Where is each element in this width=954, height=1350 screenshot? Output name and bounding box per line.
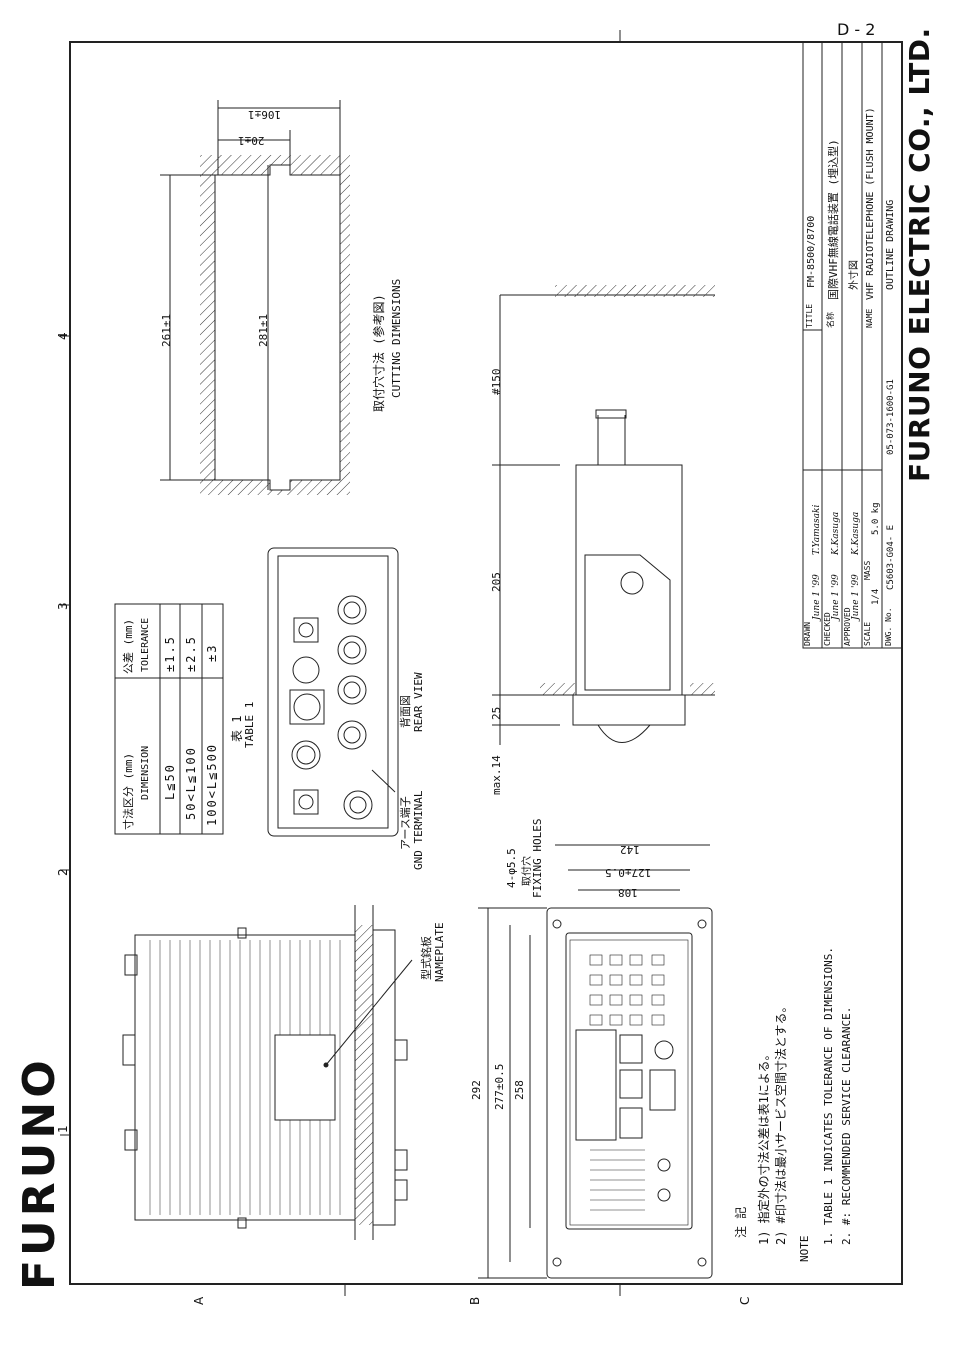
table-header-tolerance-jp: 公差 (mm) bbox=[122, 618, 135, 674]
notes-heading-jp: 注 記 bbox=[734, 1206, 748, 1238]
scale-value: 1/4 bbox=[871, 588, 881, 605]
front-dim-127: 127±0.5 bbox=[605, 866, 652, 879]
table-header-tolerance: TOLERANCE bbox=[140, 617, 151, 672]
notes-en-2: 2. #: RECOMMENDED SERVICE CLEARANCE. bbox=[840, 1006, 853, 1245]
cutout-dim-281: 281±1 bbox=[257, 313, 270, 347]
notes-en-1: 1. TABLE 1 INDICATES TOLERANCE OF DIMENS… bbox=[822, 946, 835, 1245]
title-label: TITLE bbox=[805, 303, 814, 328]
nameplate-label: NAMEPLATE bbox=[433, 922, 446, 982]
table-dim-row-1: L≦50 bbox=[163, 763, 177, 800]
rear-view-title: REAR VIEW bbox=[412, 672, 425, 732]
front-dim-277: 277±0.5 bbox=[493, 1063, 506, 1110]
tolerance-table-lines bbox=[114, 603, 224, 835]
mass-label: MASS bbox=[863, 560, 872, 580]
table-header-dimension: DIMENSION bbox=[140, 745, 151, 800]
rear-view-drawing bbox=[267, 547, 399, 837]
table-caption: TABLE 1 bbox=[243, 701, 256, 748]
dwg-label: DWG. No. bbox=[884, 607, 893, 646]
cutout-title: CUTTING DIMENSIONS bbox=[390, 278, 403, 398]
sheet-id: D - 2 bbox=[837, 20, 876, 39]
cutout-title-jp: 取付穴寸法 (参考図) bbox=[372, 294, 386, 412]
product-name-en: VHF RADIOTELEPHONE (FLUSH MOUNT) bbox=[865, 107, 876, 300]
table-dim-row-3: 100<L≦500 bbox=[205, 742, 219, 826]
nameplate-label-jp: 型式銘板 bbox=[420, 936, 433, 980]
drawing-name-jp: 外寸図 bbox=[849, 260, 860, 290]
table-dim-row-2: 50<L≦100 bbox=[184, 746, 198, 820]
grid-row-a: A bbox=[192, 1296, 206, 1305]
mass-value: 5.0 kg bbox=[871, 502, 881, 535]
side-dim-150: #150 bbox=[490, 368, 503, 396]
drawn-date: June 1 '99 bbox=[812, 574, 822, 620]
rear-view-title-jp: 背面図 bbox=[399, 695, 412, 728]
drawn-by: T.Yamasaki bbox=[812, 504, 822, 555]
grid-row-c: C bbox=[738, 1296, 752, 1305]
drawn-label: DRAWN bbox=[803, 621, 812, 646]
grid-column-3: 3 bbox=[56, 602, 70, 610]
cutout-dim-106: 106±1 bbox=[248, 108, 282, 121]
drawing-number: C5603-G04- E bbox=[886, 524, 896, 590]
sheet-border bbox=[69, 41, 903, 1285]
front-dim-108: 108 bbox=[618, 886, 638, 899]
approved-date: June 1 '99 bbox=[851, 574, 861, 620]
fixing-holes-count: 4-φ5.5 bbox=[505, 848, 518, 888]
notes-heading: NOTE bbox=[798, 1235, 811, 1263]
name-label-jp: 名称 bbox=[826, 312, 835, 328]
front-dim-292: 292 bbox=[470, 1080, 483, 1100]
scale-label: SCALE bbox=[863, 621, 872, 646]
cutout-dim-20: 20±1 bbox=[238, 134, 265, 147]
drawing-type: OUTLINE DRAWING bbox=[885, 199, 896, 290]
title-block bbox=[802, 41, 903, 649]
gnd-terminal-label: GND TERMINAL bbox=[412, 790, 425, 870]
checked-by: K.Kasuga bbox=[831, 511, 841, 555]
part-number: 05-073-1600-G1 bbox=[886, 379, 896, 455]
table-tol-row-2: ±2.5 bbox=[184, 635, 198, 672]
grid-column-2: 2 bbox=[56, 868, 70, 876]
company-name: FURUNO ELECTRIC CO., LTD. bbox=[903, 27, 936, 482]
notes-jp-1: 1) 指定外の寸法公差は表1による。 bbox=[757, 1048, 771, 1245]
grid-column-4: 4 bbox=[56, 332, 70, 340]
table-header-dimension-jp: 寸法区分 (mm) bbox=[122, 752, 135, 830]
product-name-jp: 国際VHF無線電話装置 (埋込型) bbox=[827, 139, 840, 300]
cutout-dim-261: 261±1 bbox=[160, 313, 173, 347]
front-dim-142: 142 bbox=[620, 843, 640, 856]
name-label: NAME bbox=[865, 308, 874, 328]
side-dim-25: 25 bbox=[490, 706, 503, 720]
model-number: FM-8500/8700 bbox=[806, 215, 817, 288]
side-dim-205: 205 bbox=[490, 572, 503, 592]
side-view-drawing bbox=[492, 285, 715, 745]
notes-jp-2: 2) #印寸法は最小サービス空間寸法とする。 bbox=[774, 1000, 788, 1245]
furuno-logo: FURUNO bbox=[14, 1056, 65, 1290]
front-view-drawing bbox=[478, 844, 713, 1279]
gnd-terminal-label-jp: アース端子 bbox=[399, 796, 412, 850]
grid-row-b: B bbox=[468, 1296, 482, 1305]
side-dim-max14: max.14 bbox=[490, 755, 503, 795]
top-view-drawing bbox=[122, 905, 413, 1240]
fixing-holes-label: FIXING HOLES bbox=[531, 818, 544, 898]
approved-by: K.Kasuga bbox=[851, 511, 861, 555]
checked-date: June 1 '99 bbox=[831, 574, 841, 620]
table-tol-row-3: ±3 bbox=[205, 643, 219, 662]
table-tol-row-1: ±1.5 bbox=[163, 635, 177, 672]
cutout-drawing bbox=[160, 100, 350, 495]
front-dim-258: 258 bbox=[513, 1080, 526, 1100]
